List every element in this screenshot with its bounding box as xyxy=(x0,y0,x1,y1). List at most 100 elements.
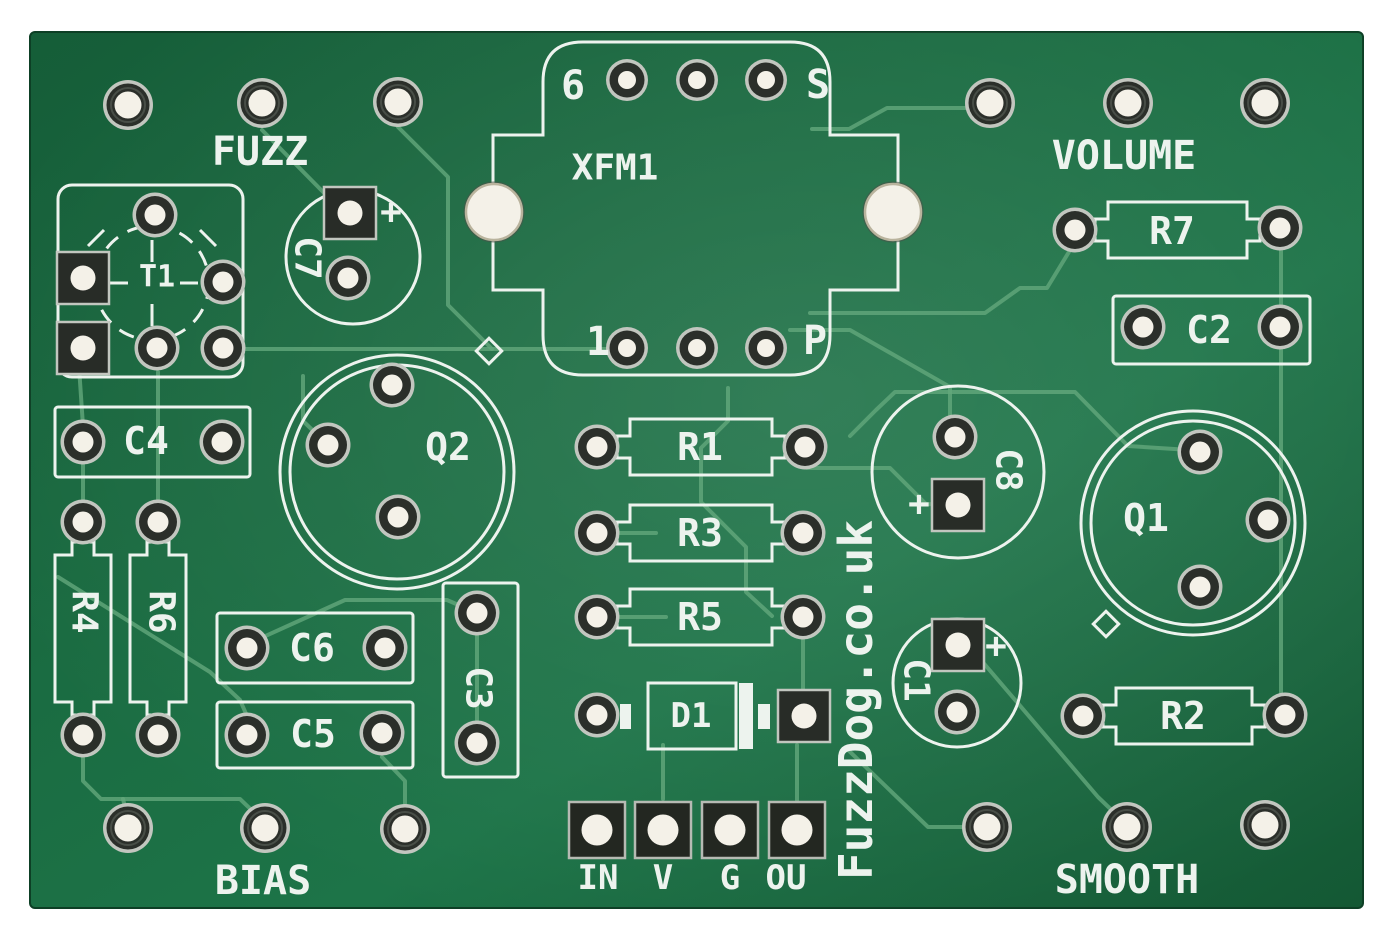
t1-pad xyxy=(132,192,178,238)
header-pad-g xyxy=(700,800,760,860)
smooth-pot-pad xyxy=(1239,799,1291,851)
xfm1-label: XFM1 xyxy=(572,148,659,189)
c3-label: C3 xyxy=(458,666,499,709)
r2-label: R2 xyxy=(1160,694,1206,738)
r7-pad xyxy=(1052,207,1098,253)
q2-pad xyxy=(305,422,351,468)
smooth-pot-pad xyxy=(1101,801,1153,853)
r4-label: R4 xyxy=(64,590,105,633)
d1-outline xyxy=(620,681,770,751)
q1-pad xyxy=(1177,429,1223,475)
xfm1-pinP-label: P xyxy=(803,318,827,364)
r1-pad xyxy=(782,424,828,470)
t1-pad xyxy=(200,259,246,305)
xfm1-pin1-label: 1 xyxy=(586,319,610,365)
d1-label: D1 xyxy=(671,696,712,736)
fuzz-pot-pad xyxy=(372,76,424,128)
c8-label: C8 xyxy=(988,448,1029,491)
header-g-label: G xyxy=(720,858,740,898)
c8-pad-positive xyxy=(930,477,986,533)
r4-outline xyxy=(53,540,113,717)
xfm1-pad xyxy=(676,327,718,369)
c4-label: C4 xyxy=(123,419,169,463)
r3-pad xyxy=(780,510,826,556)
r6-label: R6 xyxy=(141,590,182,633)
r3-label: R3 xyxy=(677,511,723,555)
r1-label: R1 xyxy=(677,425,723,469)
volume-label: VOLUME xyxy=(1052,133,1197,179)
r6-outline xyxy=(128,540,188,717)
header-in-label: IN xyxy=(578,858,619,898)
q1-label: Q1 xyxy=(1123,496,1169,540)
c7-plus-mark: + xyxy=(380,192,402,233)
smooth-pot-pad xyxy=(961,801,1013,853)
r7-outline xyxy=(1093,200,1262,260)
c3-outline xyxy=(441,581,520,779)
q2-pad xyxy=(369,362,415,408)
t1-pad xyxy=(200,325,246,371)
c1-label: C1 xyxy=(896,658,937,701)
bias-label: BIAS xyxy=(215,858,311,904)
t1-pad-square xyxy=(55,320,111,376)
c8-outline xyxy=(870,384,1046,560)
c2-pad xyxy=(1257,304,1303,350)
c4-pad xyxy=(199,419,245,465)
mounting-hole xyxy=(463,181,525,243)
r2-outline xyxy=(1101,686,1267,746)
t1-label: T1 xyxy=(139,260,175,295)
r5-label: R5 xyxy=(677,595,723,639)
c3-pad xyxy=(454,720,500,766)
xfm1-pad xyxy=(676,59,718,101)
d1-pad-cathode xyxy=(776,688,832,744)
bias-pot-pad xyxy=(239,802,291,854)
c5-pad xyxy=(224,712,270,758)
branding-text: FuzzDog.co.uk xyxy=(829,520,883,880)
c6-outline xyxy=(215,611,415,685)
d1-pad xyxy=(574,692,620,738)
c7-pad-positive xyxy=(322,185,378,241)
r7-pad xyxy=(1257,205,1303,251)
c1-plus-mark: + xyxy=(985,626,1007,667)
xfm1-pin6-label: 6 xyxy=(561,63,585,109)
xfm1-pad xyxy=(606,327,648,369)
xfm1-pad xyxy=(606,59,648,101)
t1-pad-square xyxy=(55,250,111,306)
c2-outline xyxy=(1111,294,1312,366)
c8-plus-mark: + xyxy=(908,484,930,525)
smooth-label: SMOOTH xyxy=(1055,857,1200,903)
c7-label: C7 xyxy=(287,236,328,279)
volume-pot-pad xyxy=(1102,77,1154,129)
r5-pad xyxy=(574,594,620,640)
fuzz-pot-pad xyxy=(102,79,154,131)
c4-pad xyxy=(60,419,106,465)
xfm1-pad xyxy=(745,59,787,101)
r4-pad xyxy=(60,712,106,758)
header-pad-in xyxy=(567,800,627,860)
c5-pad xyxy=(359,710,405,756)
r2-pad xyxy=(1262,692,1308,738)
xfm1-pad xyxy=(745,327,787,369)
fuzz-label: FUZZ xyxy=(212,129,308,175)
board-substrate xyxy=(29,31,1364,909)
c2-label: C2 xyxy=(1186,308,1232,352)
fuzz-pot-pad xyxy=(236,77,288,129)
c5-label: C5 xyxy=(290,712,336,756)
r1-pad xyxy=(574,424,620,470)
header-pad-ou xyxy=(767,800,827,860)
volume-pot-pad xyxy=(1239,77,1291,129)
r6-pad xyxy=(135,499,181,545)
t1-pad xyxy=(134,325,180,371)
c1-pad xyxy=(934,689,980,735)
q2-label: Q2 xyxy=(425,425,471,469)
c3-pad xyxy=(454,590,500,636)
r6-pad xyxy=(135,712,181,758)
c2-pad xyxy=(1120,304,1166,350)
c6-pad xyxy=(224,625,270,671)
silkscreen-text: FUZZ VOLUME BIAS SMOOTH XFM1 6 S 1 P T1 … xyxy=(64,62,1232,904)
xfm1-outline xyxy=(491,40,900,377)
r2-pad xyxy=(1060,693,1106,739)
r7-label: R7 xyxy=(1149,209,1195,253)
header-pad-v xyxy=(633,800,693,860)
